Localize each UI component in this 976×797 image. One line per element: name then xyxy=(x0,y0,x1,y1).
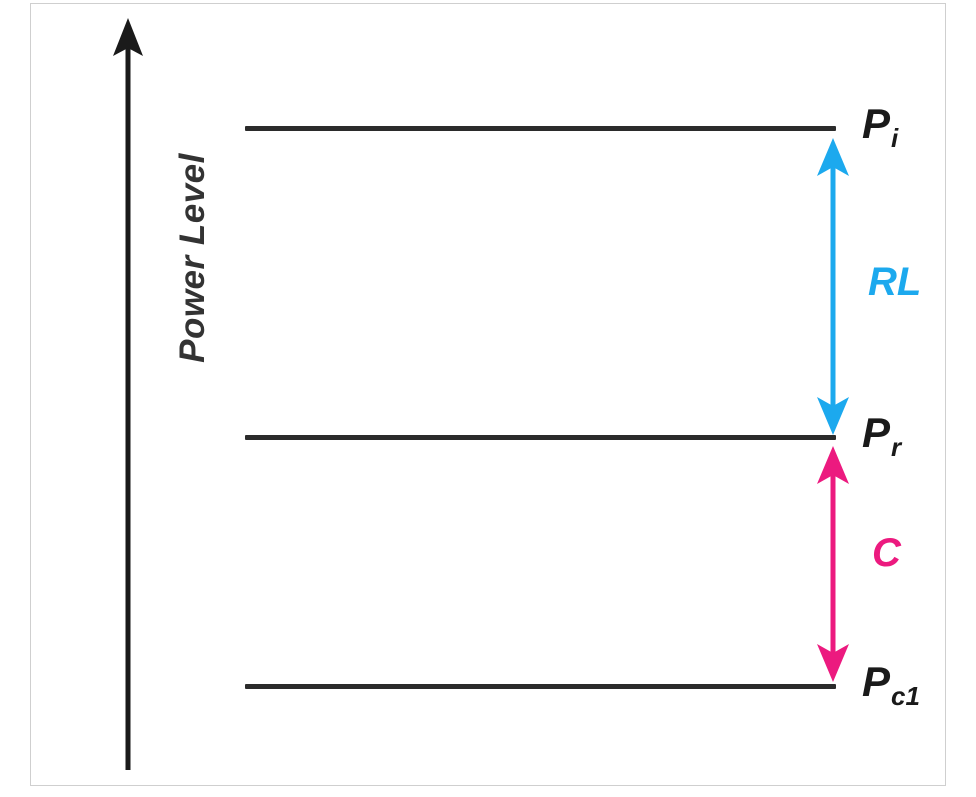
level-label-pc1-subscript: c1 xyxy=(891,681,920,711)
level-label-pr-main: P xyxy=(862,409,891,456)
arrow-rl xyxy=(817,138,849,435)
arrow-rl-head-down-icon xyxy=(817,397,849,435)
arrow-c xyxy=(817,446,849,682)
level-label-pi-main: P xyxy=(862,100,891,147)
figure-frame xyxy=(30,3,946,786)
arrow-c-head-down-icon xyxy=(817,644,849,682)
level-line-pc1 xyxy=(245,684,836,689)
level-line-pi xyxy=(245,126,836,131)
measurement-label-rl: RL xyxy=(868,260,922,304)
level-label-pi: Pi xyxy=(862,100,898,152)
level-label-pr: Pr xyxy=(862,409,901,461)
measurement-label-c: C xyxy=(872,531,901,575)
level-label-pi-subscript: i xyxy=(891,123,899,153)
level-label-pr-subscript: r xyxy=(891,432,902,462)
arrow-rl-head-up-icon xyxy=(817,138,849,176)
level-label-pc1-main: P xyxy=(862,658,891,705)
arrow-c-head-up-icon xyxy=(817,446,849,484)
level-line-pr xyxy=(245,435,836,440)
level-label-pc1: Pc1 xyxy=(862,658,920,710)
